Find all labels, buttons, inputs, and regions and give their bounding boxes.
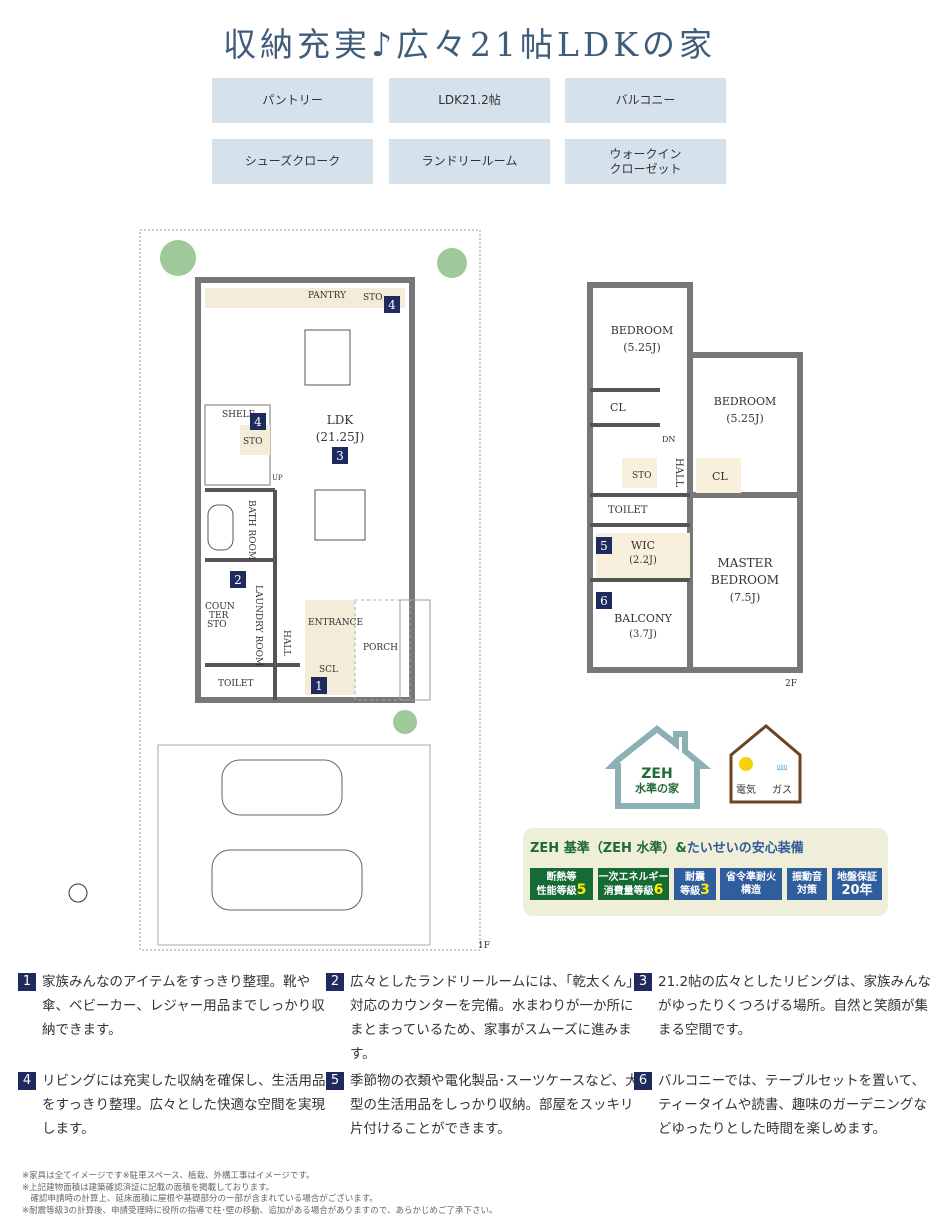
label-ldk-size: (21.25J) bbox=[316, 430, 365, 444]
gas-flame-icon: ⅏ bbox=[776, 762, 788, 773]
label-dn: DN bbox=[662, 435, 675, 444]
svg-text:ガス: ガス bbox=[772, 784, 792, 796]
svg-text:2: 2 bbox=[234, 573, 242, 587]
svg-text:4: 4 bbox=[254, 415, 262, 429]
svg-text:水準の家: 水準の家 bbox=[635, 781, 680, 795]
label-hall-1f: HALL bbox=[281, 630, 291, 656]
badge-4b: 4 bbox=[250, 413, 266, 430]
svg-text:5: 5 bbox=[600, 539, 608, 553]
label-laundry: LAUNDRY ROOM bbox=[253, 585, 263, 666]
label-bedroom-2: BEDROOM bbox=[714, 395, 777, 408]
label-pantry: PANTRY bbox=[308, 291, 347, 301]
footnotes: ※家具は全てイメージです※駐車スペース、植栽、外構工事はイメージです。 ※上記建… bbox=[22, 1171, 498, 1216]
label-master-1: MASTER bbox=[718, 556, 774, 570]
label-floor-1f: 1F bbox=[478, 941, 490, 951]
label-counter-3: STO bbox=[207, 620, 227, 630]
label-balcony-size: (3.7J) bbox=[629, 629, 657, 640]
feature-laundry: ランドリールーム bbox=[389, 139, 550, 184]
electric-gas-icon: ⅏ 電気 ガス bbox=[729, 724, 802, 804]
feature-ldk: LDK21.2帖 bbox=[389, 78, 550, 123]
plan-2f bbox=[587, 282, 803, 673]
label-toilet-2f: TOILET bbox=[608, 505, 648, 516]
feature-pantry: パントリー bbox=[212, 78, 373, 123]
label-bedroom-1: BEDROOM bbox=[611, 324, 674, 337]
bulb-icon bbox=[739, 757, 753, 771]
label-bedroom-2-size: (5.25J) bbox=[726, 412, 764, 425]
label-master-2: BEDROOM bbox=[711, 573, 779, 587]
badge-1: 1 bbox=[311, 677, 327, 694]
badge-6: 6 bbox=[596, 592, 612, 609]
label-ldk: LDK bbox=[327, 413, 355, 427]
label-bath: BATH ROOM bbox=[246, 500, 256, 560]
plan-number-badges: 1 2 3 4 4 5 6 bbox=[230, 296, 612, 694]
feature-wic: ウォークイン クローゼット bbox=[565, 139, 726, 184]
label-shelf: SHELF bbox=[222, 410, 255, 420]
label-counter-1: COUN bbox=[205, 602, 235, 612]
svg-text:電気: 電気 bbox=[736, 783, 756, 796]
label-sto-left: STO bbox=[243, 437, 263, 447]
label-balcony: BALCONY bbox=[614, 612, 672, 625]
badge-insulation: 断熱等性能等級5 bbox=[530, 868, 593, 900]
label-up: UP bbox=[272, 474, 283, 482]
badge-fireproof: 省令準耐火構造 bbox=[720, 868, 782, 900]
label-cl-2: CL bbox=[712, 470, 728, 483]
label-sto-2f: STO bbox=[632, 471, 652, 481]
feature-balcony: バルコニー bbox=[565, 78, 726, 123]
badge-4a: 4 bbox=[384, 296, 400, 313]
label-entrance: ENTRANCE bbox=[308, 618, 363, 628]
plan-1f bbox=[68, 229, 481, 951]
label-counter-2: TER bbox=[209, 611, 229, 621]
label-sto-top: STO bbox=[363, 293, 383, 303]
badge-vibration: 振動音対策 bbox=[787, 868, 827, 900]
zeh-heading: ZEH 基準（ZEH 水準）&たいせいの安心装備 bbox=[530, 841, 804, 856]
zeh-house-icon: ZEH 水準の家 bbox=[604, 725, 712, 809]
label-floor-2f: 2F bbox=[785, 679, 797, 689]
svg-text:1: 1 bbox=[315, 679, 323, 693]
floor-plans: PANTRY STO SHELF STO LDK (21.25J) UP BAT… bbox=[68, 229, 803, 951]
label-bedroom-1-size: (5.25J) bbox=[623, 341, 661, 354]
label-wic: WIC bbox=[631, 539, 655, 552]
zeh-equipment-panel: ZEH 基準（ZEH 水準）&たいせいの安心装備 断熱等性能等級5 一次エネルギ… bbox=[523, 828, 888, 916]
svg-text:3: 3 bbox=[336, 449, 344, 463]
svg-text:4: 4 bbox=[388, 298, 396, 312]
svg-text:ZEH: ZEH bbox=[641, 766, 672, 782]
badge-2: 2 bbox=[230, 571, 246, 588]
badge-seismic: 耐震等級3 bbox=[674, 868, 716, 900]
label-cl-1: CL bbox=[610, 401, 626, 414]
page-title: 収納充実♪広々21帖LDKの家 bbox=[222, 25, 717, 64]
badge-3: 3 bbox=[332, 447, 348, 464]
label-master-size: (7.5J) bbox=[730, 591, 761, 604]
label-wic-size: (2.2J) bbox=[629, 555, 657, 566]
label-scl: SCL bbox=[319, 665, 338, 675]
badge-5: 5 bbox=[596, 537, 612, 554]
badge-energy: 一次エネルギー消費量等級6 bbox=[598, 868, 669, 900]
label-toilet-1f: TOILET bbox=[218, 679, 254, 689]
svg-text:6: 6 bbox=[600, 594, 608, 608]
label-hall-2f: HALL bbox=[673, 458, 684, 488]
label-porch: PORCH bbox=[363, 643, 398, 653]
feature-shoes-cloak: シューズクローク bbox=[212, 139, 373, 184]
